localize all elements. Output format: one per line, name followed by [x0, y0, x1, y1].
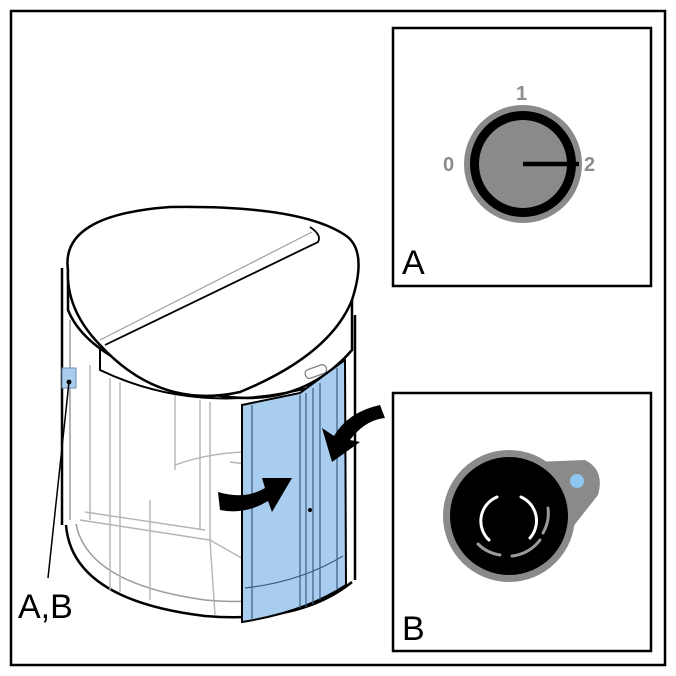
canopy-light: [304, 364, 328, 379]
door-base-ring: [64, 524, 353, 619]
dial-position-2: 2: [584, 154, 595, 176]
panel-b: B: [391, 391, 653, 653]
push-arrow-right: [322, 405, 385, 462]
door-handle: [308, 508, 312, 512]
panel-b-label: B: [402, 610, 425, 648]
outer-frame: [9, 9, 667, 667]
dial-position-0: 0: [443, 154, 454, 176]
callout-label: A,B: [18, 588, 73, 626]
rfid-reader-icon: [443, 450, 600, 582]
indicator-led: [570, 474, 584, 488]
callout-leader: [47, 381, 70, 579]
door-interior-lines: [79, 365, 341, 616]
panel-a-label: A: [402, 244, 425, 282]
key-switch-icon: [464, 105, 582, 223]
glass-door-frame-lines: [244, 368, 344, 620]
dial-position-1: 1: [516, 83, 527, 105]
door-canopy-top: [66, 205, 360, 398]
push-arrow-left: [218, 478, 292, 512]
reader-arcs-outer: [476, 506, 550, 558]
reader-arcs: [479, 495, 538, 542]
revolving-door: [47, 205, 385, 624]
panel-a: 0 1 2 A: [391, 26, 653, 288]
